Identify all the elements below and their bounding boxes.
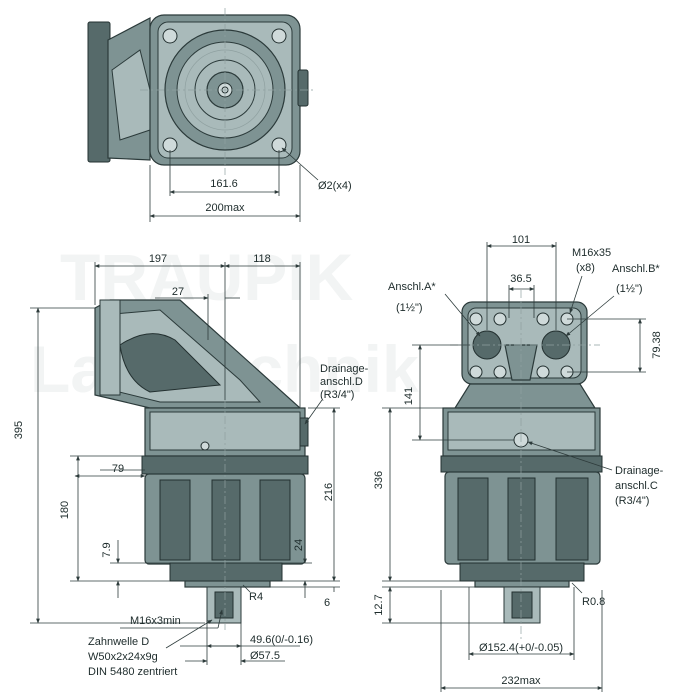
port-b-label-1: Anschl.B* xyxy=(612,263,660,275)
shaft-label-1: Zahnwelle D xyxy=(88,636,149,648)
drain-c-label-1: Drainage- xyxy=(615,465,664,477)
dim-24: 24 xyxy=(293,539,305,551)
shaft-label-3: DIN 5480 zentriert xyxy=(88,666,177,678)
dim-r0-8: R0.8 xyxy=(582,596,605,608)
drain-c-label-3: (R3/4") xyxy=(615,495,649,507)
drain-d-label-1: Drainage- xyxy=(320,363,369,375)
dim-152-4: Ø152.4(+0/-0.05) xyxy=(479,642,563,654)
front-view-body xyxy=(440,301,603,624)
port-b-label-2: (1½") xyxy=(616,283,643,295)
dim-hole-count: Ø2(x4) xyxy=(318,180,352,192)
dim-118: 118 xyxy=(253,253,271,265)
dim-79: 79 xyxy=(112,463,124,475)
dim-141: 141 xyxy=(403,387,415,405)
shaft-label-2: W50x2x24x9g xyxy=(88,651,158,663)
port-a-label-1: Anschl.A* xyxy=(388,281,436,293)
dim-101: 101 xyxy=(512,234,530,246)
dim-57-5: Ø57.5 xyxy=(250,650,280,662)
dim-216: 216 xyxy=(323,483,335,501)
bolt-label-2: (x8) xyxy=(576,262,595,274)
bolt-label-1: M16x35 xyxy=(572,247,611,259)
dim-395: 395 xyxy=(13,421,25,439)
drain-d-label-2: anschl.D xyxy=(320,376,363,388)
dim-180: 180 xyxy=(59,501,71,519)
thread-label: M16x3min xyxy=(130,615,181,627)
dim-7-9: 7.9 xyxy=(101,542,113,557)
dim-6: 6 xyxy=(324,597,330,609)
dim-49-6: 49.6(0/-0.16) xyxy=(250,634,313,646)
dim-161-6: 161.6 xyxy=(210,178,238,190)
dim-232max: 232max xyxy=(501,675,541,687)
dim-336: 336 xyxy=(373,471,385,489)
dim-36-5: 36.5 xyxy=(510,273,531,285)
drain-c-label-2: anschl.C xyxy=(615,480,658,492)
side-view: 197 118 27 395 79 180 7.9 216 xyxy=(13,253,369,678)
dim-27: 27 xyxy=(172,286,184,298)
dim-79-38: 79.38 xyxy=(651,331,663,359)
dim-200max: 200max xyxy=(205,202,245,214)
front-view: 101 36.5 M16x35 (x8) Anschl.A* (1½") Ans… xyxy=(373,234,664,692)
drain-d-label-3: (R3/4") xyxy=(320,389,354,401)
dim-r4: R4 xyxy=(249,591,263,603)
dim-197: 197 xyxy=(149,253,167,265)
port-a-label-2: (1½") xyxy=(396,302,423,314)
dim-12-7: 12.7 xyxy=(373,594,385,615)
top-view: 161.6 200max Ø2(x4) xyxy=(87,8,352,222)
